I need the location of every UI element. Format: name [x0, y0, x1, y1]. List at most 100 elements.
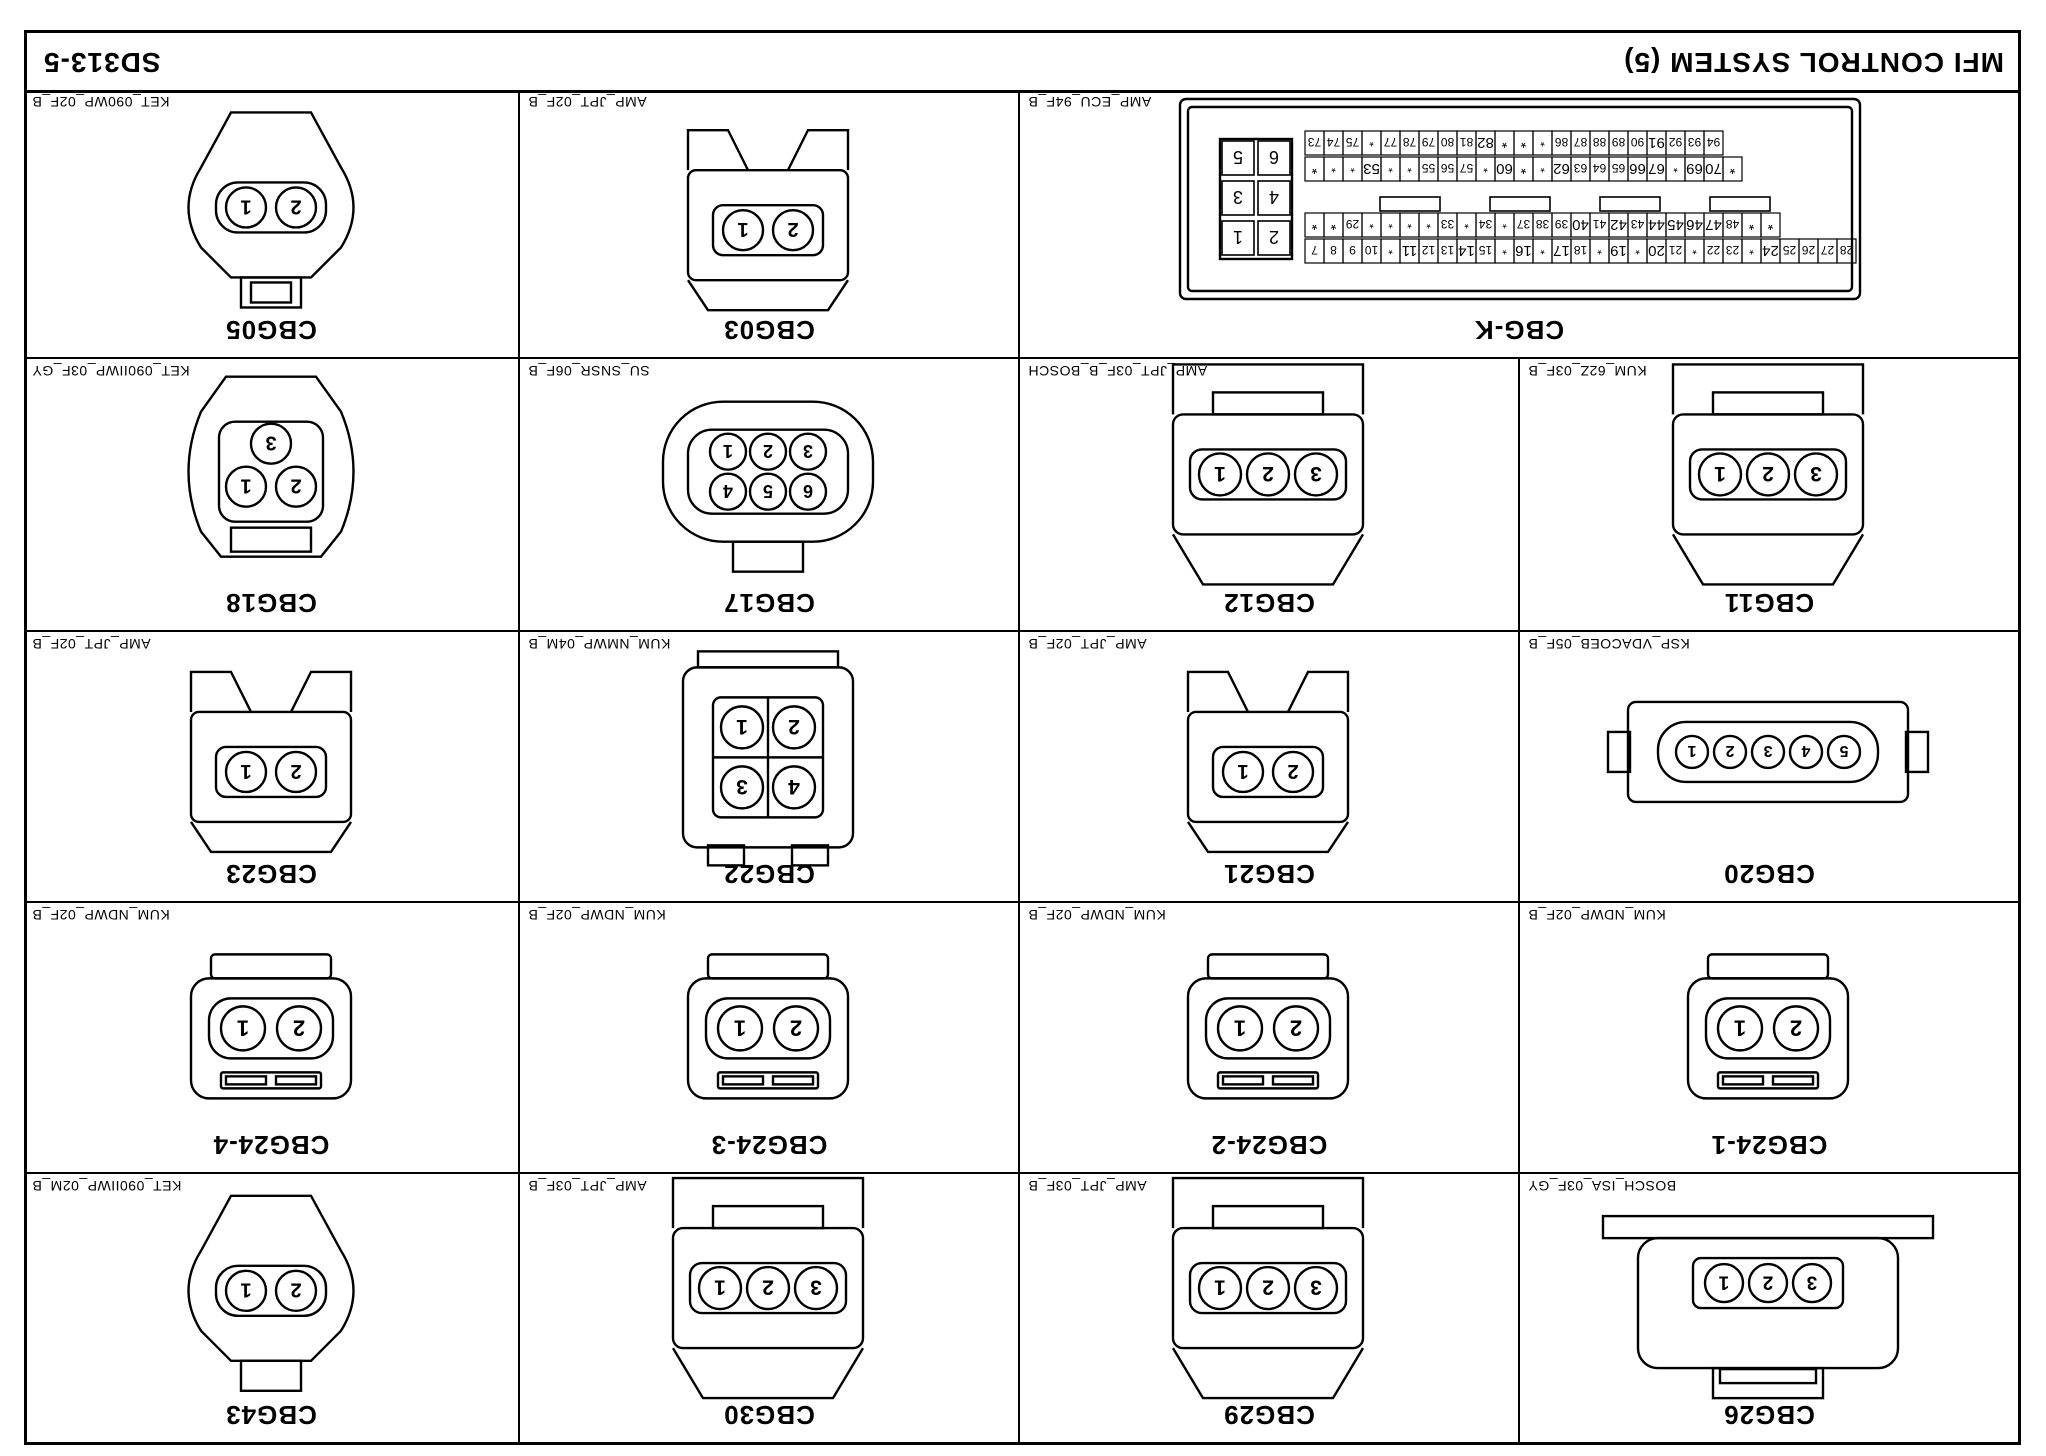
pin-number: 1 [714, 1276, 726, 1299]
pin-circle [249, 422, 293, 465]
ecu-pin-number: * [1311, 160, 1317, 177]
ecu-pin-number: 25 [1783, 243, 1797, 257]
ecu-pin-number: 6 [1269, 147, 1279, 167]
pin-number: 4 [723, 481, 733, 501]
pin-number: 2 [790, 1015, 802, 1040]
pin-number: 3 [1310, 462, 1322, 485]
connector-part-number: KUM_NDWP_02F_B [1028, 907, 1166, 923]
pin-number: 2 [762, 1276, 774, 1299]
connector-part-number: SU_SNSR_06F_B [528, 363, 650, 379]
connector-part-number: KSP_VDACOEB_05F_B [1528, 636, 1690, 652]
connector-part-number: AMP_ECU_94F_B [1028, 94, 1152, 110]
ecu-pin-number: 17 [1553, 242, 1570, 259]
connector-name: CBG11 [1723, 588, 1815, 618]
ecu-pin-number: 90 [1631, 135, 1645, 149]
pin-circle [1747, 1262, 1789, 1304]
document-code: SD313-5 [43, 47, 161, 78]
ecu-pin-number: 73 [1308, 135, 1322, 149]
pin-circle [1697, 452, 1743, 497]
ecu-pin-number: 93 [1688, 135, 1702, 149]
pin-circle [697, 1265, 743, 1311]
ecu-pin-number: 22 [1707, 243, 1721, 257]
ecu-pin-number: 80 [1441, 135, 1455, 149]
ecu-pin-number: 47 [1705, 216, 1722, 233]
ecu-pin-number: 12 [1422, 243, 1436, 257]
pin-circle [1703, 1262, 1745, 1304]
ecu-pin-number: * [1502, 243, 1507, 257]
pin-number: 2 [1762, 462, 1774, 485]
pin-circle [224, 186, 268, 229]
ecu-pin-number: 88 [1593, 135, 1607, 149]
connector-name: CBG18 [225, 588, 317, 618]
ecu-pin-number: * [1330, 216, 1336, 233]
ecu-pin-number: 23 [1726, 243, 1740, 257]
ecu-pin-number: 78 [1403, 135, 1417, 149]
ecu-pin-number: * [1692, 243, 1697, 257]
pin-number: 2 [763, 441, 773, 461]
ecu-pin-number: 75 [1346, 135, 1360, 149]
pin-number: 1 [734, 1015, 746, 1040]
ecu-pin-number: 42 [1610, 216, 1627, 233]
ecu-pin-number: 20 [1648, 242, 1665, 259]
connector-drawing: 21 [187, 111, 355, 309]
ecu-pin-number: 9 [1349, 243, 1356, 257]
connector-name: CBG30 [723, 1400, 815, 1430]
pin-number: 2 [293, 1015, 305, 1040]
connector-part-number: KET_090WP_02F_B [32, 94, 170, 110]
pin-number: 1 [1718, 1271, 1729, 1292]
pin-circle [1197, 452, 1243, 497]
ecu-pin-number: 53 [1363, 160, 1380, 177]
pin-circle [274, 750, 318, 794]
pin-number: 1 [1234, 1015, 1246, 1040]
pin-number: 1 [240, 195, 251, 217]
connector-name: CBG22 [723, 859, 815, 889]
ecu-pin-number: * [1540, 161, 1545, 175]
pin-circle [745, 1265, 791, 1311]
connector-name: CBG24-2 [1210, 1130, 1328, 1160]
pin-circle [719, 705, 765, 750]
pin-circle [716, 1005, 764, 1052]
pin-number: 1 [736, 715, 748, 738]
connector-name: CBG24-3 [710, 1130, 828, 1160]
pin-circle [793, 1265, 839, 1311]
ecu-pin-number: 45 [1667, 216, 1684, 233]
pin-number: 2 [1725, 742, 1734, 759]
pin-number: 1 [737, 218, 748, 240]
pin-circle [1272, 1005, 1320, 1052]
ecu-pin-number: 46 [1686, 216, 1703, 233]
ecu-pin-number: 82 [1477, 134, 1494, 151]
pin-number: 2 [1287, 760, 1298, 782]
ecu-pin-number: 63 [1574, 161, 1588, 175]
connector-name: CBG43 [225, 1400, 317, 1430]
ecu-pin-number: * [1464, 217, 1469, 231]
ecu-pin-number: 38 [1536, 217, 1550, 231]
pin-circle [1271, 750, 1315, 794]
pin-circle [1745, 452, 1791, 497]
ecu-pin-number: * [1501, 134, 1507, 151]
ecu-pin-number: 79 [1422, 135, 1436, 149]
connector-part-number: KUM_NMWP_04M_B [528, 636, 671, 652]
pin-circle [1793, 452, 1839, 497]
pin-number: 1 [723, 441, 733, 461]
ecu-pin-number: * [1369, 135, 1374, 149]
pin-circle [1791, 1262, 1833, 1304]
ecu-pin-number: 70 [1705, 160, 1722, 177]
ecu-pin-number: 15 [1479, 243, 1493, 257]
connector-drawing: 213 [187, 375, 355, 558]
pin-number: 3 [1310, 1276, 1322, 1299]
ecu-pin-number: 86 [1555, 135, 1569, 149]
ecu-pin-number: * [1331, 161, 1336, 175]
title-bar: MFI CONTROL SYSTEM (5) SD313-5 [24, 30, 2021, 90]
pin-circle [1716, 1005, 1764, 1052]
ecu-pin-number: 41 [1593, 217, 1607, 231]
ecu-pin-number: * [1635, 243, 1640, 257]
ecu-pin-number: 56 [1441, 161, 1455, 175]
ecu-pin-number: 7 [1311, 243, 1318, 257]
